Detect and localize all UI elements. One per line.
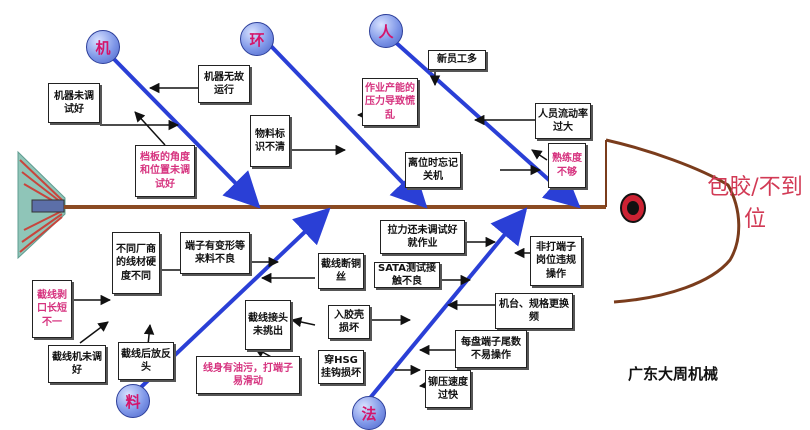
cause-box: 不同厂商的线材硬度不同 [112, 232, 160, 294]
cause-box: 入胶壳损坏 [328, 305, 370, 339]
cause-box: 穿HSG挂钩损坏 [318, 350, 364, 384]
cause-box: 机台、规格更换频 [495, 293, 573, 329]
cause-box: 截线后放反头 [118, 342, 174, 380]
cause-box: 截线断铜丝 [318, 253, 364, 289]
cause-box: 端子有变形等来料不良 [180, 232, 250, 274]
cause-box: 离位时忘记关机 [405, 152, 461, 188]
cause-box: 截线剥口长短不一 [32, 280, 72, 338]
cause-box: 机器未调试好 [48, 83, 100, 123]
cause-box: 截线机未调好 [48, 345, 106, 383]
effect-label: 包胶/不到位 [707, 175, 803, 232]
cause-box: 铆压速度过快 [425, 370, 471, 408]
cause-box: SATA测试接触不良 [374, 262, 440, 288]
cause-box: 物料标识不清 [250, 115, 290, 167]
fish-head-icon [605, 138, 741, 304]
category-people: 人 [369, 14, 403, 48]
cause-box: 非打端子岗位违规操作 [530, 236, 582, 286]
cause-box: 新员工多 [428, 50, 486, 70]
cause-box: 档板的角度和位置未调试好 [135, 145, 195, 197]
cause-box: 每盘端子尾数不易操作 [455, 330, 527, 368]
cause-box: 人员流动率过大 [535, 103, 591, 139]
bone-environment [268, 43, 428, 209]
cause-box: 作业产能的压力导致慌乱 [362, 78, 418, 126]
cause-box: 截线接头未挑出 [245, 300, 291, 350]
cause-box: 线身有油污，打端子易滑动 [196, 356, 300, 394]
fish-tail-icon [17, 150, 66, 260]
cause-box: 熟练度不够 [548, 143, 586, 188]
company-name: 广东大周机械 [628, 365, 719, 383]
bone-people [391, 38, 581, 209]
category-material: 料 [116, 384, 150, 418]
cause-box: 机器无故运行 [198, 65, 250, 103]
category-machine: 机 [86, 30, 120, 64]
category-environment: 环 [240, 22, 274, 56]
cause-box: 拉力还未调试好就作业 [380, 220, 465, 254]
bone-machine [108, 53, 261, 209]
category-method: 法 [352, 396, 386, 430]
